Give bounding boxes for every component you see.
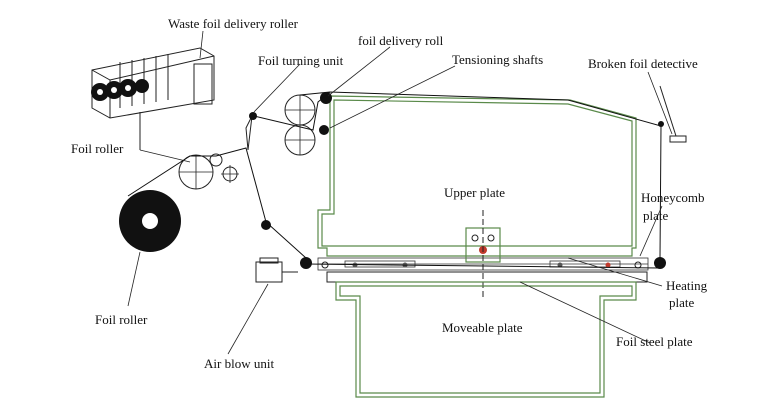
label-foil-roller-bottom: Foil roller — [95, 312, 148, 327]
guide-roller-plate-right — [654, 257, 666, 269]
label-foil-roller-top: Foil roller — [71, 141, 124, 156]
foil-roller-bottom — [119, 190, 181, 252]
label-moveable-plate: Moveable plate — [442, 320, 523, 335]
label-tensioning-shafts: Tensioning shafts — [452, 52, 543, 67]
label-upper-plate: Upper plate — [444, 185, 505, 200]
label-foil-steel-plate: Foil steel plate — [616, 334, 693, 349]
foil-path — [127, 91, 662, 269]
label-heating-plate-1: Heating — [666, 278, 708, 293]
upper-plate-body — [317, 95, 637, 257]
foil-delivery-rolls — [284, 92, 332, 156]
moveable-plate-body — [326, 271, 648, 398]
foil-roller-top — [178, 153, 239, 190]
guide-roller-plate-left — [300, 257, 312, 269]
guide-roller-left — [261, 220, 271, 230]
label-honeycomb-plate-2: plate — [643, 208, 668, 223]
broken-foil-detector — [659, 85, 687, 143]
label-heating-plate-2: plate — [669, 295, 694, 310]
leader-lines — [127, 30, 673, 355]
air-blow-unit — [255, 257, 298, 283]
label-foil-delivery-roll: foil delivery roll — [358, 33, 444, 48]
center-bracket — [465, 210, 501, 300]
label-honeycomb-plate-1: Honeycomb — [641, 190, 705, 205]
label-waste-foil-delivery-roller: Waste foil delivery roller — [168, 16, 299, 31]
label-foil-turning-unit: Foil turning unit — [258, 53, 344, 68]
waste-foil-delivery-roller — [91, 47, 215, 150]
foil-turning-unit — [245, 112, 257, 151]
label-broken-foil-detective: Broken foil detective — [588, 56, 698, 71]
label-air-blow-unit: Air blow unit — [204, 356, 274, 371]
